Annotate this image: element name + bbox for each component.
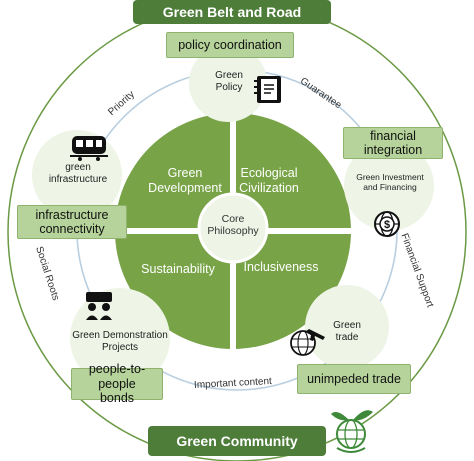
node-policy-label: Green Policy — [215, 70, 243, 93]
dollar-globe-icon: $ — [374, 211, 400, 237]
tag-infrastructure-connectivity: infrastructure connectivity — [17, 205, 127, 239]
bottom-banner: Green Community — [148, 426, 326, 456]
tag-people-bonds: people-to-people bonds — [71, 362, 163, 405]
top-banner: Green Belt and Road — [133, 0, 331, 24]
svg-text:$: $ — [384, 219, 390, 231]
core-green-development: Green Development — [148, 166, 222, 195]
people-icon — [86, 292, 112, 320]
core-circle — [115, 113, 351, 349]
notebook-icon — [254, 76, 281, 103]
core-center-circle — [197, 192, 269, 264]
node-investment-label: Green Investment and Financing — [356, 172, 424, 192]
tag-financial-integration: financial integration — [343, 127, 443, 159]
globe-leaf-icon — [331, 410, 373, 453]
node-trade-circle — [305, 285, 389, 369]
core-ecological-civilization: Ecological Civilization — [239, 166, 299, 195]
core-sustainability: Sustainability — [141, 262, 215, 276]
node-investment-circle — [344, 141, 434, 231]
node-trade-label: Green trade — [333, 320, 361, 343]
core-center-label: Core Philosophy — [207, 213, 259, 238]
train-icon — [70, 136, 108, 161]
node-infrastructure-label: green infrastructure — [48, 162, 108, 185]
node-policy-circle — [189, 44, 267, 122]
tag-policy-coordination: policy coordination — [166, 32, 294, 58]
airplane-globe-icon — [290, 329, 325, 356]
node-demonstration-circle — [70, 288, 170, 388]
node-demonstration-label: Green Demonstration Projects — [72, 330, 168, 353]
tag-unimpeded-trade: unimpeded trade — [297, 364, 411, 394]
core-inclusiveness: Inclusiveness — [243, 260, 319, 274]
